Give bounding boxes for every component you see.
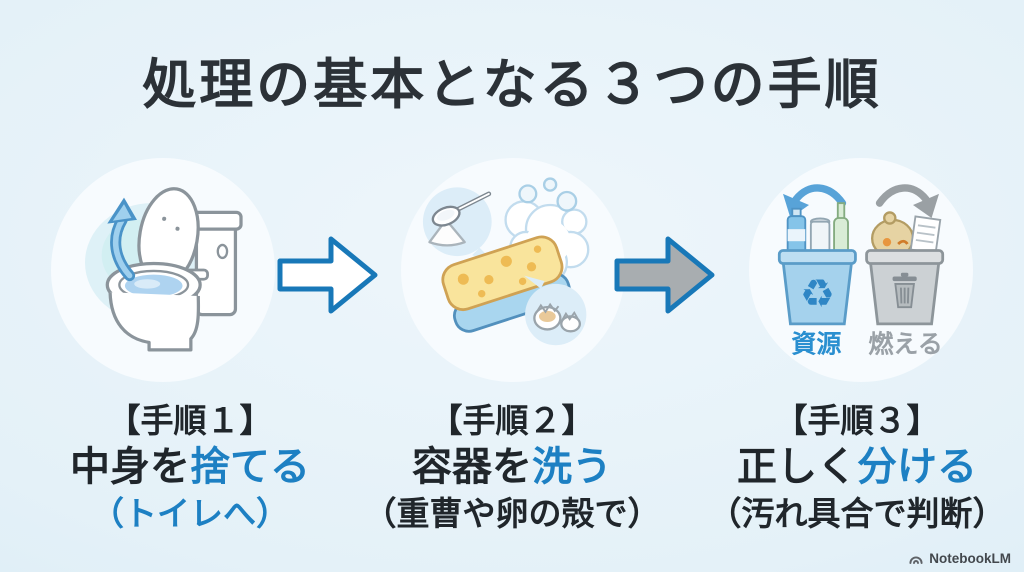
step1-illustration-circle [51,158,275,382]
step1-action: 中身を捨てる [30,443,350,492]
step2-illustration-circle [401,158,625,382]
right-block-arrow-icon [614,236,715,314]
step3-illustration-circle: ♻ 資源 燃える [749,158,973,382]
toilet-icon [85,187,243,352]
right-block-arrow-icon [277,236,378,314]
step1-note: （トイレへ） [91,495,289,533]
step1-heading: 【手順１】 [107,402,273,439]
step2-action-highlight: 洗う [532,444,612,489]
sorting-bins-icon: ♻ 資源 燃える [777,184,945,359]
recycle-icon: ♻ [800,273,835,316]
watermark-brand: NotebookLM [929,551,1011,566]
step1-action-highlight: 捨てる [190,444,310,489]
step1-caption: 【手順１】 中身を捨てる （トイレへ） [30,399,350,537]
step2-action: 容器を洗う [352,443,672,492]
step1-action-prefix: 中身を [70,444,190,489]
step2-action-prefix: 容器を [412,444,532,489]
step2-caption: 【手順２】 容器を洗う （重曹や卵の殻で） [352,399,672,537]
page-title: 処理の基本となる３つの手順 [142,55,882,115]
step3-action: 正しく分ける [690,443,1024,492]
notebooklm-logo-icon [909,556,923,564]
burnable-bin-label: 燃える [868,331,942,359]
step3-action-prefix: 正しく [737,444,857,489]
step3-caption: 【手順３】 正しく分ける （汚れ具合で判断） [690,399,1024,537]
trash-can-icon [892,272,917,309]
sponge-icon [422,177,590,346]
step2-heading: 【手順２】 [429,402,595,439]
watermark: NotebookLM [908,551,1011,566]
step3-heading: 【手順３】 [774,402,940,439]
step3-action-highlight: 分ける [857,444,977,489]
step3-note: （汚れ具合で判断） [708,495,1006,533]
recycle-bin-label: 資源 [791,331,841,359]
step2-note: （重曹や卵の殻で） [363,495,661,533]
